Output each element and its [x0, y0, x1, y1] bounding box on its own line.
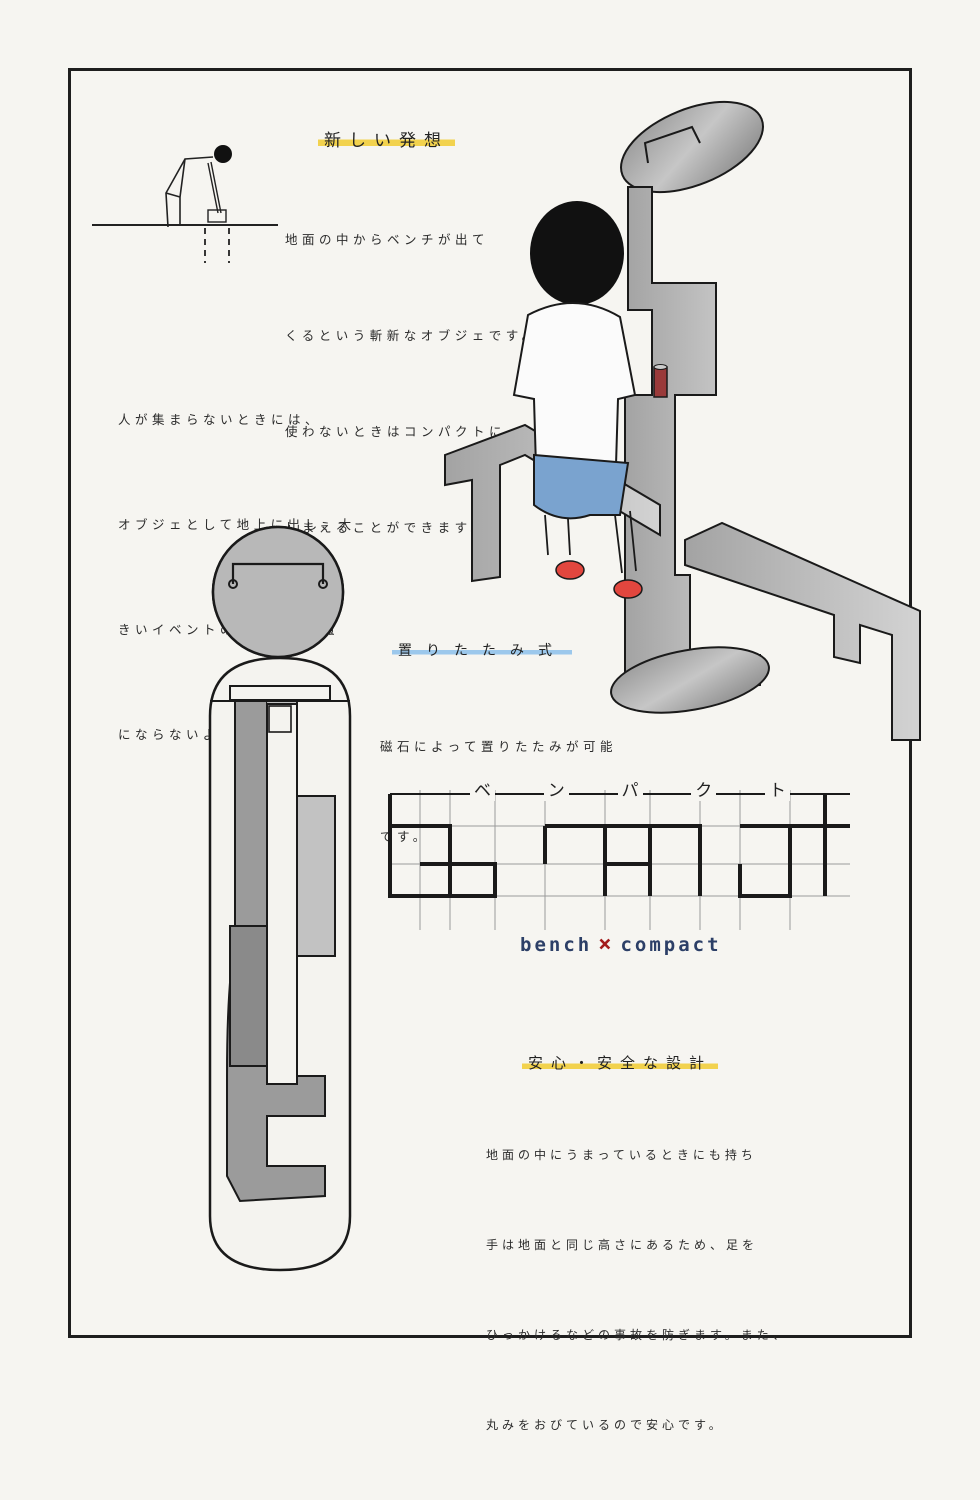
pictogram-person-opening-lid — [92, 145, 278, 263]
bench-illustration — [444, 100, 921, 741]
concept-text: 地面の中からベンチが出て くるという斬新なオブジェです。 使わないときはコンパク… — [285, 160, 539, 608]
concept-heading: 新しい発想 — [318, 126, 455, 151]
logo-word-compact: compact — [620, 934, 722, 956]
logo-word-bench: bench — [520, 934, 593, 956]
folded-side-view — [208, 656, 352, 1272]
safety-text: 地面の中にうまっているときにも持ち 手は地面と同じ高さにあるため、足を ひっかけ… — [486, 1080, 789, 1500]
lid-top-view — [211, 525, 345, 659]
usage-line-1: 人が集まらないときには、 — [118, 412, 323, 427]
safety-line-2: 手は地面と同じ高さにあるため、足を — [486, 1238, 759, 1252]
folding-heading: 置りたたみ式 — [392, 640, 572, 660]
folding-line-1: 磁石によって置りたたみが可能 — [380, 739, 618, 754]
logo-katakana: ベ ン パ ク ト — [470, 776, 790, 801]
safety-heading: 安心・安全な設計 — [522, 1052, 719, 1073]
concept-line-2: くるという斬新なオブジェです。 — [285, 328, 539, 343]
concept-line-3: 使わないときはコンパクトに — [285, 424, 507, 439]
safety-line-3: ひっかけるなどの事故を防ぎます。また、 — [486, 1328, 789, 1342]
kata-1: ベ — [470, 776, 495, 801]
logo-cross: × — [598, 932, 615, 957]
safety-line-4: 丸みをおびているので安心です。 — [486, 1418, 725, 1432]
concept-line-1: 地面の中からベンチが出て — [285, 232, 490, 247]
kata-5: ト — [765, 776, 790, 801]
safety-line-1: 地面の中にうまっているときにも持ち — [486, 1148, 757, 1162]
concept-line-4: しまえることができます。 — [285, 520, 488, 535]
kata-4: ク — [691, 776, 717, 801]
kata-2: ン — [543, 776, 569, 801]
logo-english: bench×compact — [520, 932, 722, 957]
benpact-logo-grid — [388, 790, 850, 930]
drawing-sheet: 新しい発想 地面の中からベンチが出て くるという斬新なオブジェです。 使わないと… — [68, 68, 921, 1432]
kata-3: パ — [617, 776, 643, 801]
